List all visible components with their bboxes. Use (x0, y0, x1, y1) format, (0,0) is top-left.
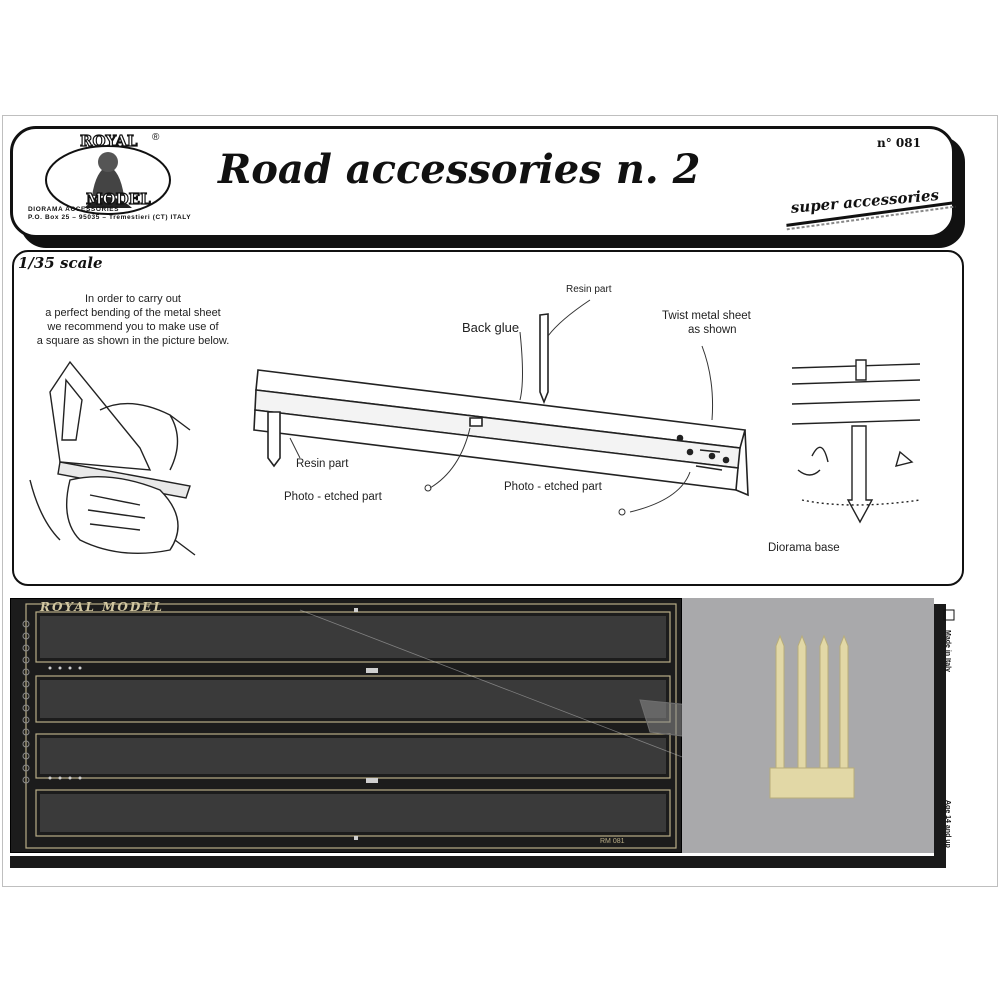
label-photo-etched-right: Photo - etched part (504, 481, 602, 493)
brand-address: P.O. Box 25 – 95035 – Tremestieri (CT) I… (28, 214, 192, 221)
resin-parts-panel (682, 598, 934, 853)
badge-stripe (786, 201, 956, 231)
age-rating-label: Age 14 and up (944, 800, 951, 848)
label-resin-part-left: Resin part (296, 458, 349, 470)
brand-line2: MODEL (86, 190, 151, 208)
panel-shadow-right (934, 604, 946, 868)
note-line: a square as shown in the picture below. (36, 335, 230, 347)
registered-mark: ® (152, 132, 160, 143)
photo-etched-fret (10, 598, 682, 853)
label-back-glue: Back glue (462, 320, 520, 335)
note-line: a perfect bending of the metal sheet (45, 307, 221, 319)
panel-shadow-bottom (10, 856, 946, 868)
brand-line1: ROYAL (80, 132, 138, 150)
label-photo-etched-left: Photo - etched part (284, 491, 382, 503)
label-twist-sheet-2: as shown (688, 324, 737, 336)
brand-tagline: DIORAMA ACCESSORIES (28, 206, 120, 213)
label-resin-part-top: Resin part (566, 284, 612, 295)
label-twist-sheet-1: Twist metal sheet (662, 310, 751, 322)
page-title: Road accessories n. 2 (218, 146, 701, 193)
note-line: we recommend you to make use of (47, 321, 219, 333)
scale-label: 1/35 scale (18, 254, 103, 272)
royal-model-logo: ROYAL MODEL ® (45, 131, 171, 215)
label-diorama-base: Diorama base (768, 542, 840, 554)
fret-brand: ROYAL MODEL (40, 600, 164, 614)
bending-note: In order to carry out a perfect bending … (20, 292, 246, 348)
fret-code: RM 081 (600, 838, 625, 845)
super-accessories-badge: super accessories (784, 181, 956, 232)
product-number: n° 081 (877, 136, 921, 150)
note-line: In order to carry out (85, 293, 181, 305)
made-in-italy-label: Made in Italy (944, 630, 951, 673)
brand-address-block: DIORAMA ACCESSORIES P.O. Box 25 – 95035 … (28, 206, 238, 222)
